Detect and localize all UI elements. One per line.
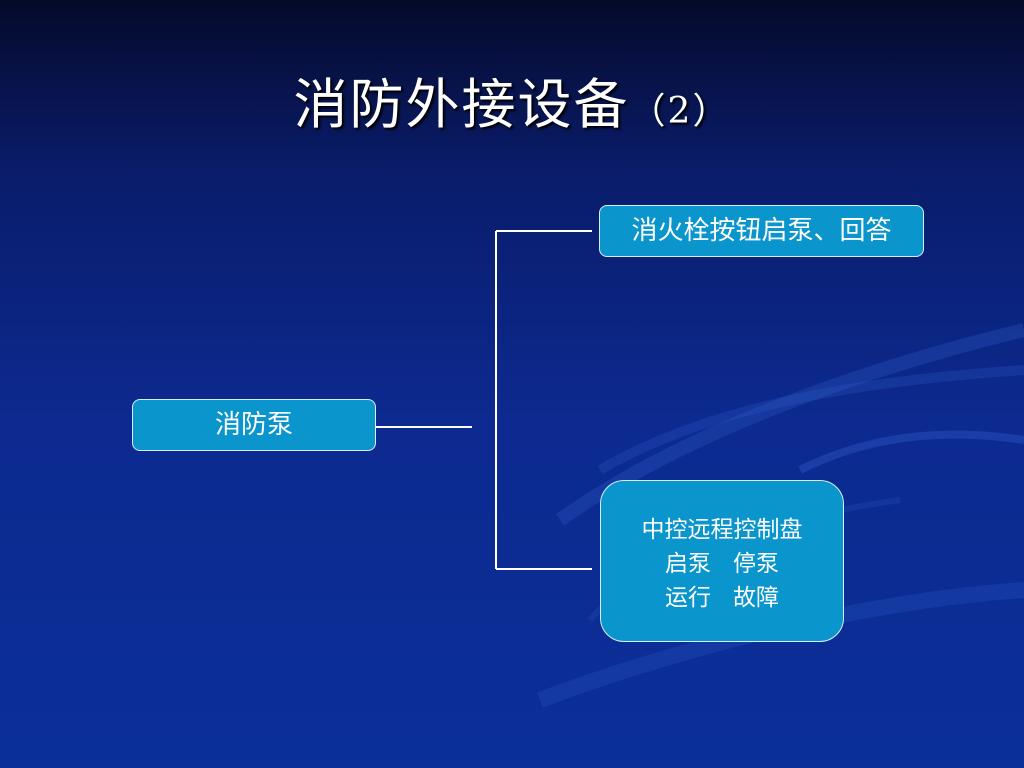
node-fire-pump-label: 消防泵: [214, 410, 293, 440]
node-fire-pump: 消防泵: [132, 399, 376, 451]
node-control-line-1: 中控远程控制盘: [641, 517, 803, 543]
node-hydrant-button-label: 消火栓按钮启泵、回答: [631, 216, 892, 246]
node-control-line-2: 启泵 停泵: [665, 551, 779, 577]
title-main: 消防外接设备: [293, 73, 630, 136]
page-title: 消防外接设备（2）: [0, 60, 1024, 139]
node-hydrant-button: 消火栓按钮启泵、回答: [599, 205, 924, 257]
title-suffix: （2）: [629, 91, 731, 132]
node-central-control-panel: 中控远程控制盘 启泵 停泵 运行 故障: [600, 480, 844, 642]
node-control-line-3: 运行 故障: [665, 585, 779, 611]
